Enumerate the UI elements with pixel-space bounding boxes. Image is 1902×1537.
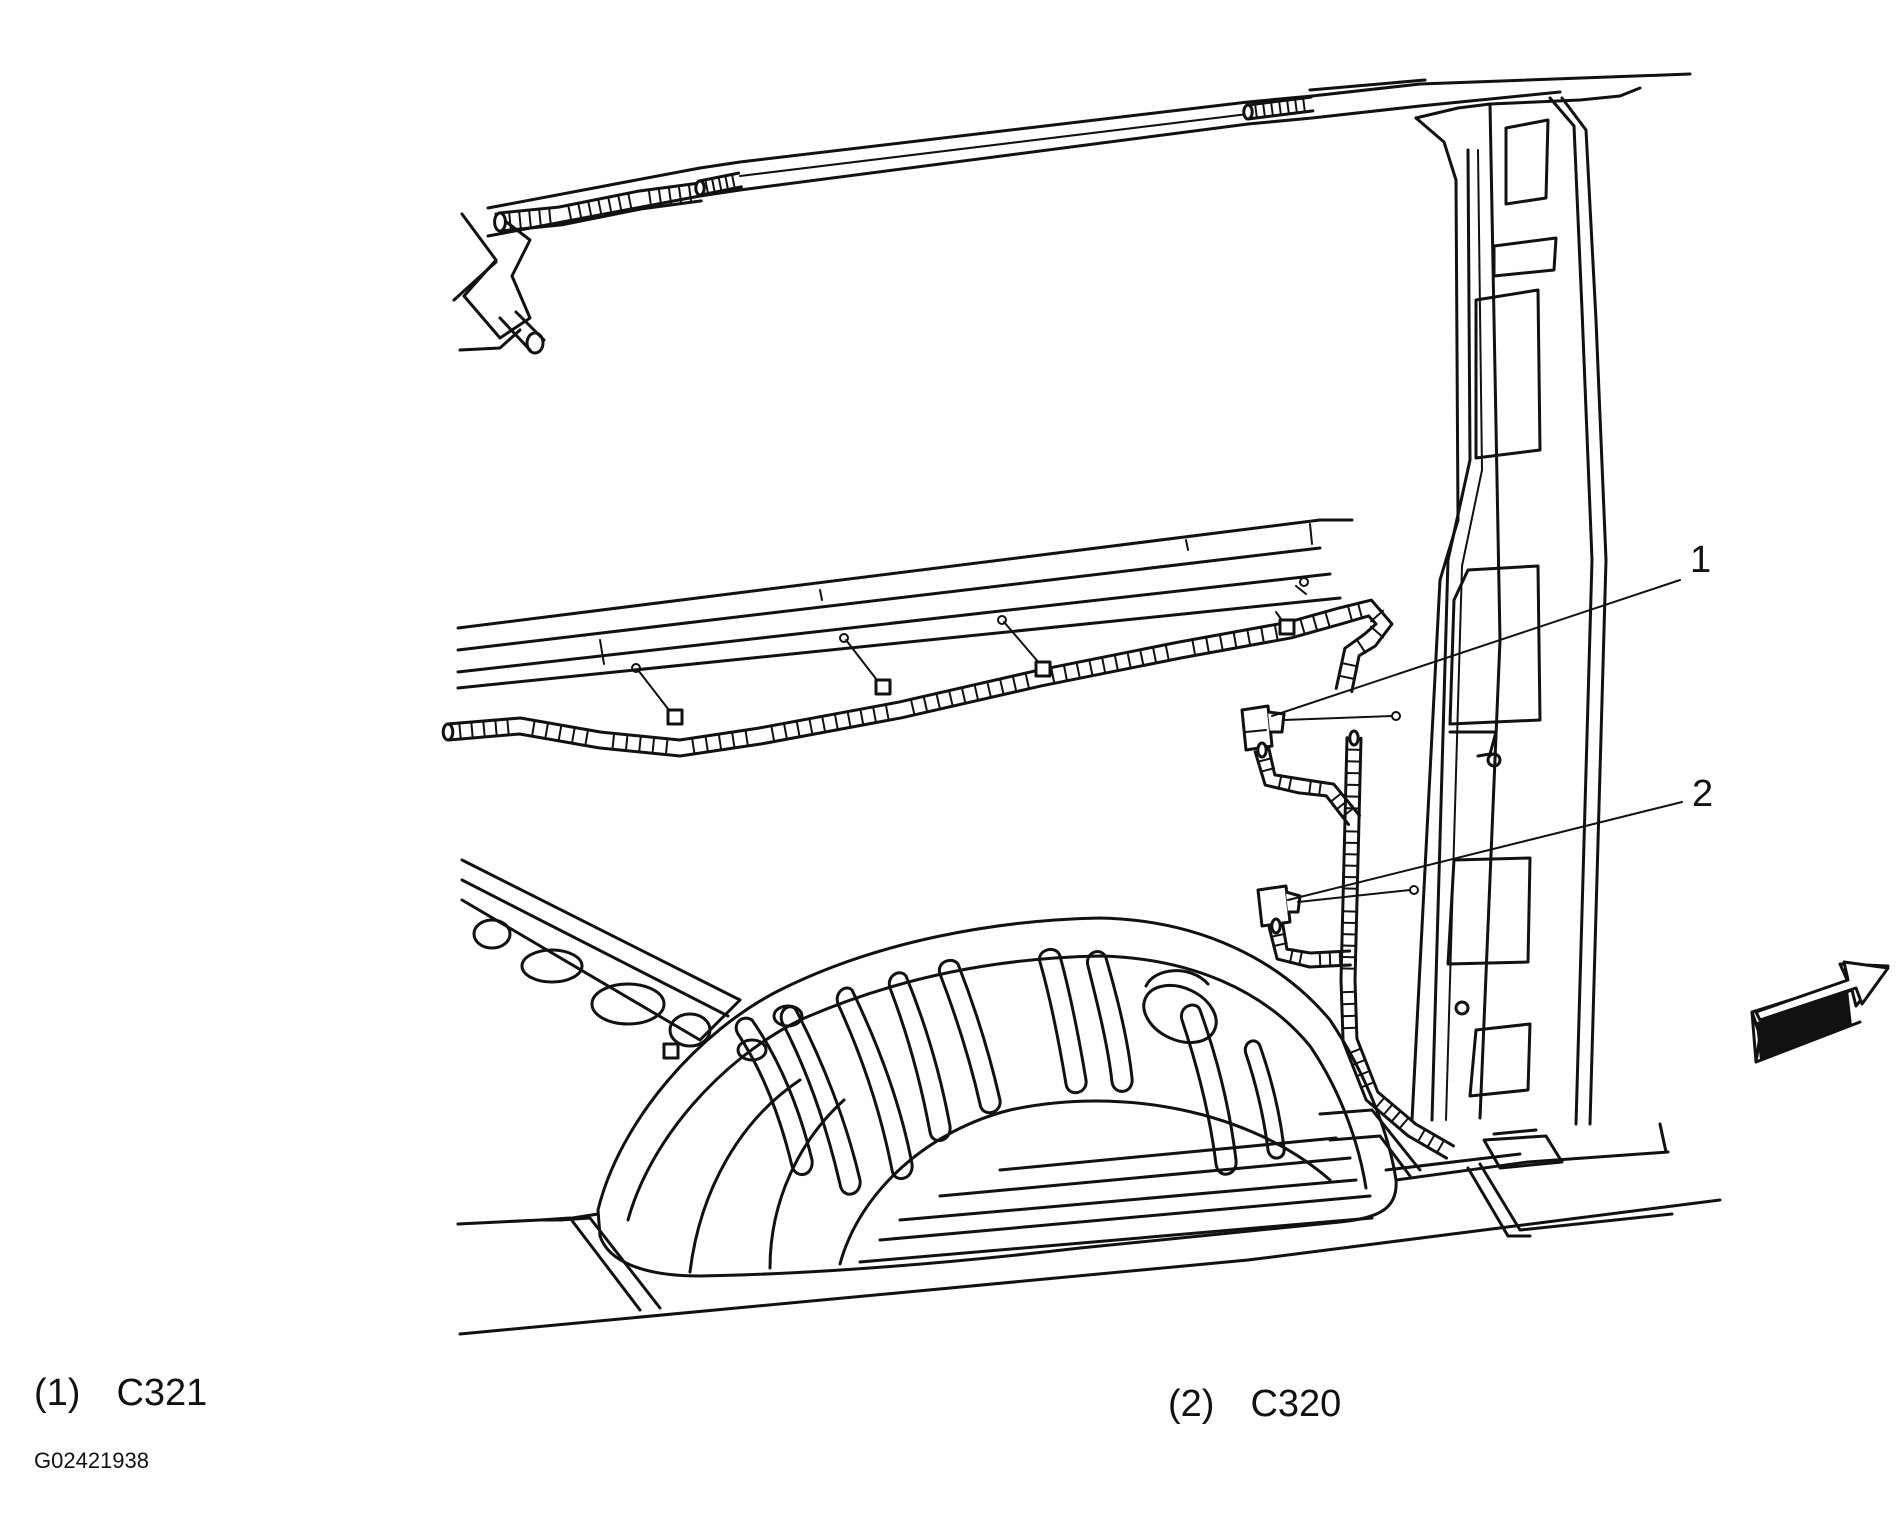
quarter-panel [460, 858, 742, 1060]
pillar-harness [1339, 729, 1455, 1160]
roof-rail [452, 72, 1692, 352]
harness-clips [631, 577, 1309, 726]
legend-code-c320: C320 [1250, 1383, 1342, 1425]
legend-item-c321: (1) C321 [34, 1372, 207, 1415]
door-sill [456, 518, 1354, 690]
legend-number-1: (1) [34, 1372, 81, 1414]
callout-number-2: 2 [1692, 773, 1713, 815]
b-pillar [1410, 86, 1642, 1126]
callout-1: 1 [1271, 539, 1711, 717]
front-direction-arrow-icon [1750, 960, 1890, 1064]
legend-number-2: (2) [1168, 1383, 1215, 1425]
legend-code-c321: C321 [116, 1372, 208, 1414]
connector-c321 [1240, 704, 1401, 752]
wheelhouse [596, 916, 1398, 1278]
connector-harness [1253, 741, 1361, 969]
floor-harness [441, 598, 1394, 758]
floor [456, 1108, 1722, 1336]
callout-number-1: 1 [1690, 539, 1711, 581]
roof-harness-end [498, 310, 546, 355]
roof-harness [493, 95, 1315, 233]
figure-id: G02421938 [34, 1448, 149, 1473]
legend-item-c320: (2) C320 [1168, 1383, 1341, 1426]
callout-2: 2 [1287, 773, 1713, 901]
connector-c320 [1256, 884, 1419, 928]
